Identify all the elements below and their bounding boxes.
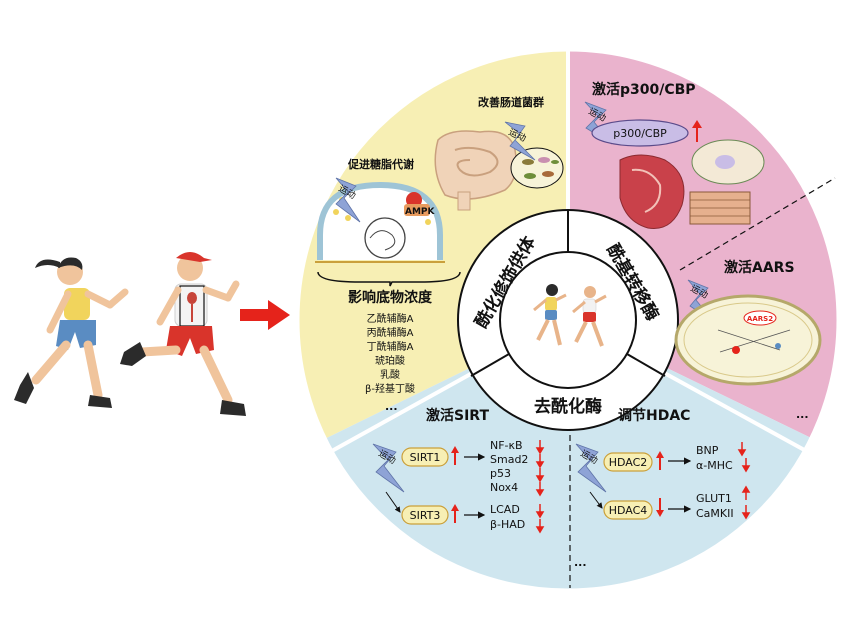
sirt3-down-arrows-icon xyxy=(535,504,545,534)
hdac4-target: CaMKII xyxy=(696,507,734,520)
female-runner-icon xyxy=(14,257,129,408)
hdac2-up-arrow-icon xyxy=(656,451,664,470)
hdac4-target: GLUT1 xyxy=(696,492,732,505)
sirt3-label: SIRT3 xyxy=(410,509,441,522)
sirt1-pill xyxy=(401,447,449,467)
heart-icon xyxy=(619,154,685,230)
male-runner-icon xyxy=(120,252,246,416)
center-runners-icon xyxy=(533,284,607,347)
ring-divider-left xyxy=(470,353,510,377)
segment-deacylase: 去酰化酶 xyxy=(534,396,602,417)
aars-cell-icon: AARS2 xyxy=(674,294,822,386)
blue-sector xyxy=(298,320,838,590)
cardiomyocyte-icon xyxy=(689,139,765,225)
hdac4-label: HDAC4 xyxy=(609,504,648,517)
sirt1-target: Smad2 xyxy=(490,453,528,466)
ampk-label: AMPK xyxy=(405,207,436,217)
cell-icon: AMPK xyxy=(315,181,445,263)
bacteria-icon xyxy=(510,147,564,189)
substrate-title: 影响底物浓度 xyxy=(348,289,433,306)
bolt-to-sirt3-arrow xyxy=(385,491,401,513)
aars-label: AARS2 xyxy=(747,315,773,323)
ring-divider-right xyxy=(626,353,666,377)
sirt3-pill xyxy=(401,505,449,525)
substrate-item: 丙酰辅酶A xyxy=(367,326,414,339)
hdac4-arrows-icon xyxy=(741,485,751,520)
up-arrow-icon xyxy=(692,120,702,142)
hdac2-label: HDAC2 xyxy=(609,456,648,469)
sirt1-target: p53 xyxy=(490,467,511,480)
bolt-to-hdac4-arrow xyxy=(589,491,603,509)
hdac4-down-arrow-icon xyxy=(656,498,664,517)
hdac-title: 调节HDAC xyxy=(618,407,690,424)
p300-ellipse xyxy=(591,119,689,147)
substrate-item: β-羟基丁酸 xyxy=(365,382,415,395)
hdac2-pill xyxy=(603,452,653,472)
hdac2-target: BNP xyxy=(696,444,719,457)
pink-dashed-divider xyxy=(679,177,836,271)
hdac4-pill xyxy=(603,500,653,520)
substrate-brace xyxy=(317,271,461,287)
sirt-title: 激活SIRT xyxy=(426,407,489,424)
sirt1-target: Nox4 xyxy=(490,481,518,494)
p300-label: p300/CBP xyxy=(613,127,667,140)
sirt3-up-arrow-icon xyxy=(451,504,459,523)
substrate-item: 乳酸 xyxy=(380,368,400,381)
sirt3-target: β-HAD xyxy=(490,518,525,531)
sirt1-label: SIRT1 xyxy=(410,451,441,464)
yellow-ellipsis: ... xyxy=(385,400,398,413)
hdac2-target: α-MHC xyxy=(696,459,733,472)
p300-title: 激活p300/CBP xyxy=(592,81,696,98)
red-arrow-icon xyxy=(240,300,290,330)
substrate-item: 乙酰辅酶A xyxy=(367,312,414,325)
sirt1-down-arrows-icon xyxy=(535,440,545,497)
substrate-item: 琥珀酸 xyxy=(375,354,405,367)
aars-title: 激活AARS xyxy=(724,259,795,276)
glucolipid-label: 促进糖脂代谢 xyxy=(347,157,414,171)
gut-flora-label: 改善肠道菌群 xyxy=(478,95,544,109)
sirt1-up-arrow-icon xyxy=(451,446,459,465)
sirt3-target: LCAD xyxy=(490,503,520,516)
blue-ellipsis: ... xyxy=(574,556,587,569)
hdac2-down-arrows-icon xyxy=(737,442,751,473)
pink-ellipsis: ... xyxy=(796,408,809,421)
substrate-item: 丁酰辅酶A xyxy=(367,340,414,353)
sirt1-target: NF-κB xyxy=(490,439,523,452)
